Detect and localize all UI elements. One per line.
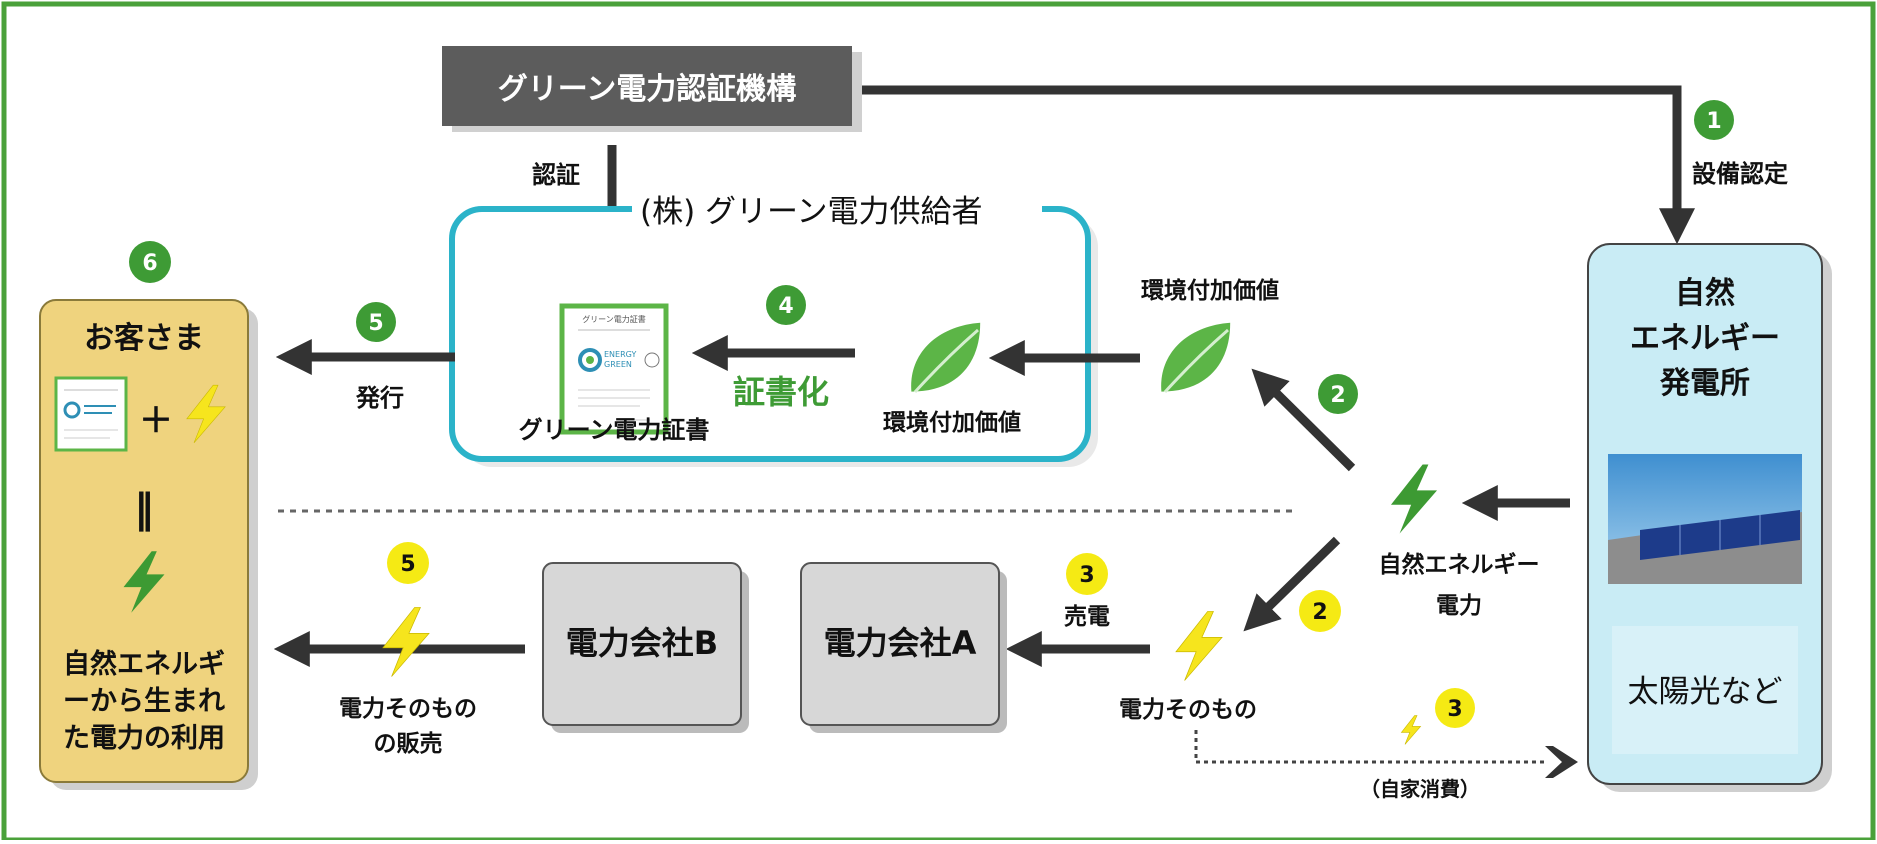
renewable-power-line1: 自然エネルギー xyxy=(1379,551,1540,578)
step-3-badge-yellow xyxy=(1066,553,1108,595)
svg-text:グリーン電力証書: グリーン電力証書 xyxy=(582,314,646,324)
renewable-power-line2: 電力 xyxy=(1436,593,1482,619)
svg-text:GREEN: GREEN xyxy=(604,360,632,369)
step-6-number: 6 xyxy=(142,251,157,276)
certificate-label: グリーン電力証書 xyxy=(519,416,710,444)
plant-title-line1: 自然 xyxy=(1675,276,1735,311)
step-1-number: 1 xyxy=(1706,109,1721,134)
lightning-bolt-icon xyxy=(1175,610,1223,682)
step-5-number-yellow: 5 xyxy=(400,552,415,577)
sell-power-label: 売電 xyxy=(1064,604,1110,630)
arrow-env-value-split xyxy=(1251,368,1356,472)
plant-title-line3: 発電所 xyxy=(1659,366,1750,401)
sale-line1: 電力そのもの xyxy=(339,696,477,722)
step-2-badge-green xyxy=(1318,374,1358,414)
plant-title-line2: エネルギー xyxy=(1630,321,1780,356)
equals-sign: ‖ xyxy=(134,486,154,533)
customer-result-line3: た電力の利用 xyxy=(63,723,225,754)
customer-title: お客さま xyxy=(84,321,204,356)
leaf-icon xyxy=(911,322,981,394)
env-value-label-outside: 環境付加価値 xyxy=(1141,277,1279,304)
step-6-badge xyxy=(129,241,171,283)
step-3-number-yellow: 3 xyxy=(1079,563,1094,588)
customer-certificate-icon xyxy=(54,376,128,452)
facility-cert-label: 設備認定 xyxy=(1692,160,1788,188)
step-2-badge-yellow xyxy=(1299,590,1341,632)
step-5-badge-green xyxy=(356,302,396,342)
supplier-title: (株) グリーン電力供給者 xyxy=(640,194,983,230)
certificate-icon: グリーン電力証書 ENERGY GREEN xyxy=(559,303,669,435)
company-b-label: 電力会社B xyxy=(566,624,718,662)
lightning-bolt-icon xyxy=(1400,715,1422,745)
step-4-badge xyxy=(766,285,806,325)
certifier-box: グリーン電力認証機構 xyxy=(442,46,862,132)
arrow-electricity-split xyxy=(1243,536,1341,632)
step-2-number-green: 2 xyxy=(1330,383,1345,408)
solar-panel-photo xyxy=(1608,454,1802,584)
step-1-badge xyxy=(1694,100,1734,140)
arrow-self-consumption xyxy=(1194,730,1548,764)
step-5-badge-yellow xyxy=(387,542,429,584)
leaf-icon xyxy=(1161,322,1231,394)
step-3-number-small: 3 xyxy=(1447,697,1462,722)
certifier-label: グリーン電力認証機構 xyxy=(498,72,797,107)
customer-result-line2: ーから生まれ xyxy=(63,686,225,717)
svg-text:ENERGY: ENERGY xyxy=(604,350,636,359)
company-b-box xyxy=(542,562,749,733)
step-4-number: 4 xyxy=(778,294,793,319)
certify-doc-label: 証書化 xyxy=(733,373,829,411)
step-3-badge-small xyxy=(1435,688,1475,728)
step-2-number-yellow: 2 xyxy=(1312,600,1327,625)
company-a-label: 電力会社A xyxy=(824,624,977,662)
env-value-label-in-box: 環境付加価値 xyxy=(883,409,1021,436)
sale-line2: の販売 xyxy=(374,731,443,757)
lightning-bolt-icon xyxy=(1390,464,1438,534)
self-consumption-label: （自家消費） xyxy=(1360,777,1480,801)
customer-result-line1: 自然エネルギ xyxy=(63,648,225,680)
electricity-itself-label: 電力そのもの xyxy=(1119,697,1257,723)
arrow-facility-certification xyxy=(862,85,1695,245)
lightning-bolt-icon xyxy=(382,606,430,678)
step-5-number-green: 5 xyxy=(368,311,383,336)
plus-sign: ＋ xyxy=(139,401,173,441)
plant-example: 太陽光など xyxy=(1628,674,1783,710)
issue-label: 発行 xyxy=(355,384,404,412)
certification-label: 認証 xyxy=(532,161,580,189)
company-a-box xyxy=(800,562,1007,733)
